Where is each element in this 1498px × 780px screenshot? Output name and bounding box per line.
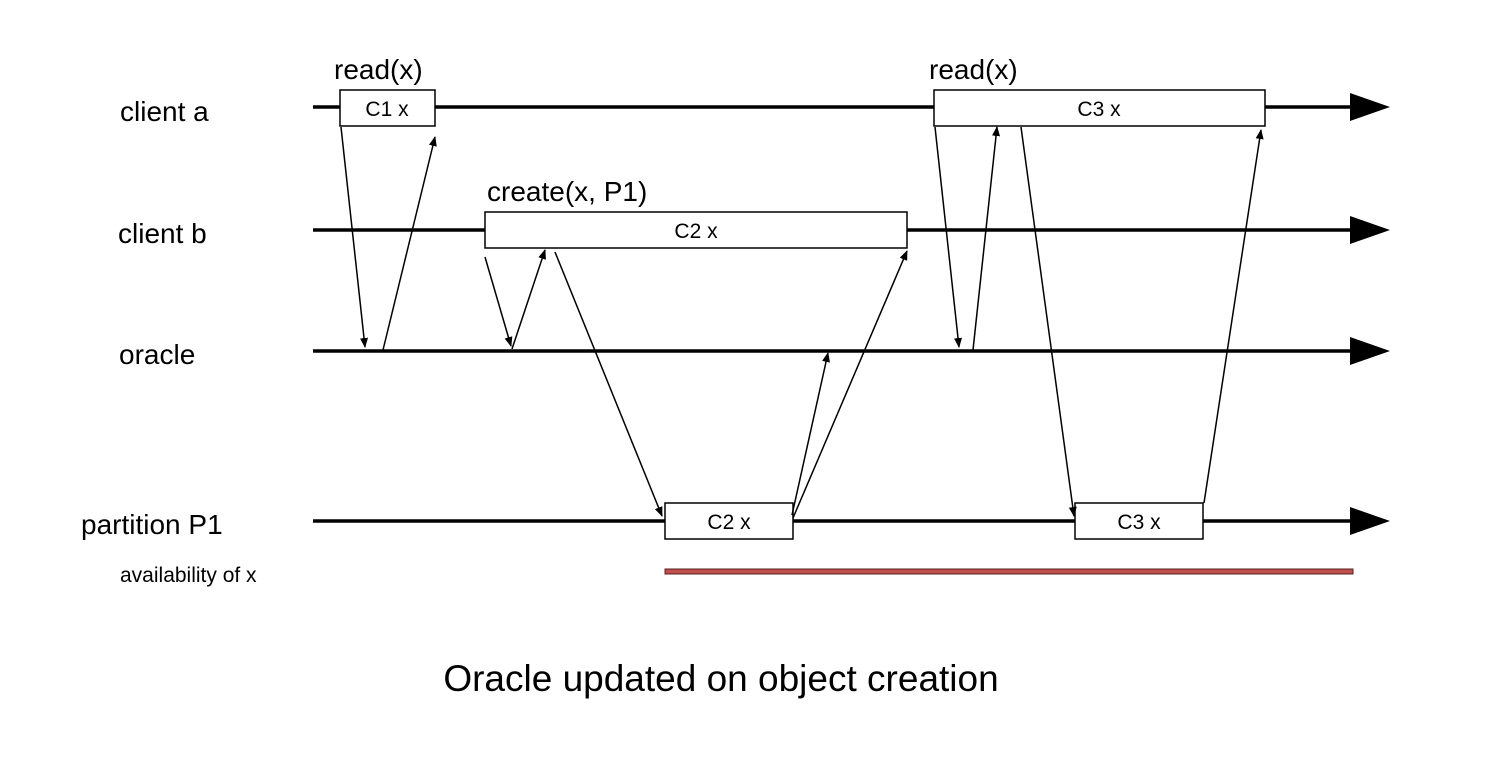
availability-bar	[664, 568, 1354, 575]
message-read2-response-arrow	[972, 126, 1001, 351]
operation-label-create: create(x, P1)	[487, 176, 647, 207]
lane-label-client-a: client a	[120, 96, 209, 127]
message-read2-partition-request-arrow	[1020, 126, 1077, 517]
message-create-oracle-response-arrow	[511, 249, 546, 350]
lane-label-partition-p1: partition P1	[81, 509, 223, 540]
message-read1-response-arrow	[382, 136, 437, 351]
lane-label-client-b: client b	[118, 218, 207, 249]
message-create-response-arrow	[792, 250, 908, 519]
message-create-oracle-request-arrow	[484, 256, 513, 347]
operation-label-read-2: read(x)	[929, 54, 1018, 85]
box-label-c2-partition: C2 x	[707, 511, 751, 534]
lane-label-oracle: oracle	[119, 339, 195, 370]
box-c3-partition: C3 x	[1074, 502, 1204, 540]
message-read2-request-arrow	[934, 126, 963, 348]
timeline-oracle	[313, 337, 1390, 365]
operation-label-read-1: read(x)	[334, 54, 423, 85]
box-label-c2-client: C2 x	[674, 220, 718, 243]
availability-label: availability of x	[120, 564, 257, 587]
box-c3-client-a: C3 x	[933, 89, 1266, 127]
diagram-caption: Oracle updated on object creation	[443, 658, 998, 699]
message-oracle-update-arrow	[791, 352, 830, 516]
box-label-c1: C1 x	[365, 98, 409, 121]
box-label-c3-client: C3 x	[1077, 98, 1121, 121]
box-c2-partition: C2 x	[664, 502, 794, 540]
message-read1-request-arrow	[340, 126, 369, 348]
message-create-partition-request-arrow	[554, 251, 663, 517]
timeline-partition-p1	[313, 507, 1390, 535]
box-c2-client-b: C2 x	[484, 211, 908, 249]
box-c1-client-a: C1 x	[339, 89, 436, 127]
message-read2-partition-response-arrow	[1203, 129, 1264, 504]
box-label-c3-partition: C3 x	[1117, 511, 1161, 534]
